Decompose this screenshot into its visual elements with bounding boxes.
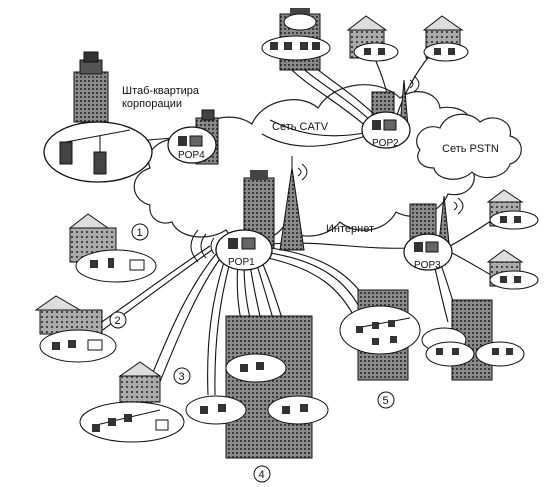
site-3: 3 (79, 361, 191, 443)
pop3-label: POP3 (414, 260, 441, 271)
site-1-number: 1 (137, 227, 143, 239)
svg-text:Штаб-квартира: Штаб-квартира (122, 85, 200, 97)
site-3-number: 3 (179, 371, 185, 383)
svg-text:корпорации: корпорации (122, 98, 182, 110)
hq-label: Штаб-квартира корпорации (122, 85, 200, 110)
pop4-node: POP4 (167, 126, 217, 164)
catv-house-2 (422, 15, 469, 62)
pop1-node: POP1 (215, 229, 273, 271)
hq-lan-ellipse (43, 121, 153, 183)
pop4-label: POP4 (178, 150, 205, 161)
pop1-label: POP1 (228, 257, 255, 268)
pop3-office-building (421, 299, 525, 381)
site-4: 4 (185, 315, 329, 483)
catv-label: Сеть CATV (272, 121, 329, 133)
site-5: 5 (339, 289, 421, 409)
hq-building (73, 51, 109, 123)
site-5-number: 5 (383, 395, 389, 407)
site-1: 1 (68, 213, 157, 283)
pop1-building (243, 156, 308, 251)
pop3-house-upper (486, 189, 539, 230)
pop2-label: POP2 (372, 138, 399, 149)
pop2-node: POP2 (361, 111, 411, 149)
pop3-house-lower (486, 249, 539, 290)
wireless-waves-pop1 (190, 229, 215, 263)
site-4-number: 4 (259, 469, 265, 481)
pop3-node: POP3 (403, 233, 453, 271)
internet-label: Интернет (326, 223, 374, 235)
site-2: 2 (34, 295, 127, 363)
pstn-label: Сеть PSTN (442, 143, 499, 155)
site-2-number: 2 (115, 315, 121, 327)
catv-house-1 (346, 15, 399, 62)
catv-tall-building (261, 8, 331, 71)
